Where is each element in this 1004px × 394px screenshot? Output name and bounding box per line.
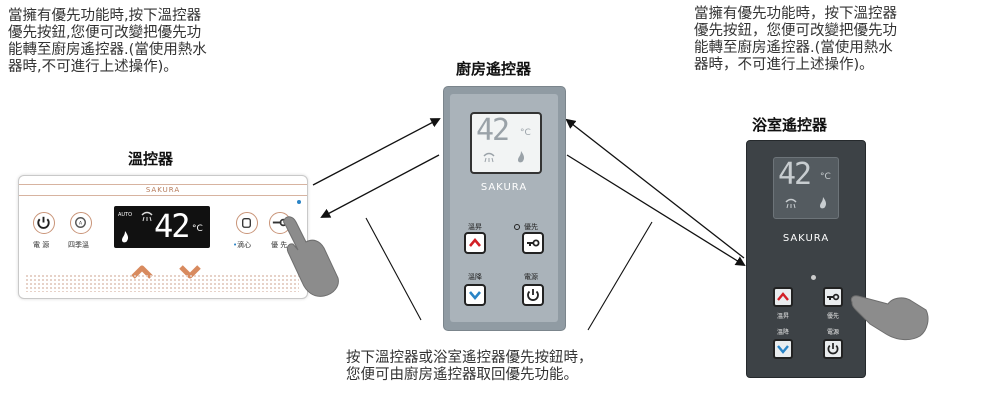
thermostat-panel: SAKURA 電 源 A 四季溫 AUTO 42 °C •滴心 優 先	[18, 175, 308, 299]
arrow-bath-to-kitchen	[565, 118, 745, 259]
thermo-care-button[interactable]	[236, 212, 258, 234]
note-right-line-2: 優先按鈕，您便可改變把優先功	[694, 23, 897, 39]
bath-down-label: 溫降	[777, 329, 790, 336]
power-icon	[527, 289, 539, 301]
kitchen-down-label: 溫降	[468, 273, 482, 281]
kitchen-power-label: 電源	[524, 273, 538, 281]
note-right-line-1: 當擁有優先功能時，按下溫控器	[694, 6, 897, 22]
up-arrow-icon	[777, 292, 789, 301]
bath-power-button[interactable]	[823, 339, 843, 359]
bath-temp-unit: °C	[820, 172, 831, 182]
kitchen-up-label: 溫昇	[468, 223, 482, 231]
kitchen-priority-button[interactable]	[522, 232, 544, 254]
note-left-line-2: 優先按鈕,您便可改變把優先功	[8, 25, 202, 41]
bath-priority-button[interactable]	[823, 287, 843, 307]
kitchen-down-button[interactable]	[464, 284, 486, 306]
shower-icon	[785, 198, 797, 209]
thermo-priority-label: 優 先	[271, 241, 288, 249]
thermo-care-text: 滴心	[237, 241, 252, 249]
priority-led	[297, 200, 301, 204]
bath-temp: 42	[778, 157, 812, 192]
svg-text:A: A	[79, 220, 83, 226]
down-arrow-icon	[777, 345, 789, 354]
thermo-display: AUTO 42 °C	[114, 206, 210, 248]
title-kitchen: 廚房遙控器	[456, 60, 532, 78]
thermo-care-label: •滴心	[233, 241, 252, 249]
down-arrow-icon	[469, 291, 481, 301]
kitchen-remote: 42 °C SAKURA 溫昇 優先 溫降 電源	[443, 86, 566, 331]
kitchen-display: 42 °C	[470, 112, 542, 174]
flame-icon	[518, 151, 525, 163]
power-icon	[37, 216, 50, 229]
bath-display: 42 °C	[773, 157, 839, 219]
pointing-hand-icon	[850, 295, 929, 341]
kitchen-up-button[interactable]	[464, 232, 486, 254]
bath-remote: 42 °C SAKURA 溫昇 優先 溫降 電源	[746, 140, 866, 378]
key-icon	[827, 293, 840, 301]
note-right: 當擁有優先功能時，按下溫控器 優先按鈕，您便可改變把優先功 能轉至廚房遙控器.(…	[694, 6, 1000, 74]
bath-up-button[interactable]	[773, 287, 793, 307]
thermo-dot-pattern	[25, 274, 299, 292]
thermo-power-label: 電 源	[33, 241, 50, 249]
up-arrow-icon	[469, 237, 481, 247]
note-right-line-3: 能轉至廚房遙控器.(當使用熱水	[694, 40, 893, 56]
note-bottom-line-1: 按下溫控器或浴室遙控器優先按鈕時，	[346, 350, 593, 366]
note-left-line-4: 器時,不可進行上述操作)。	[8, 59, 178, 75]
flame-icon	[122, 231, 129, 243]
thermostat-brand-bar: SAKURA	[19, 184, 307, 196]
thermo-auto-label: AUTO	[118, 212, 133, 218]
arrow-kitchen-to-bath	[566, 154, 746, 267]
kitchen-temp-unit: °C	[520, 128, 531, 138]
kitchen-power-button[interactable]	[522, 284, 544, 306]
note-left: 當擁有優先功能時,按下溫控器 優先按鈕,您便可改變把優先功 能轉至廚房遙控器.(…	[8, 8, 328, 76]
title-bath: 浴室遙控器	[752, 116, 828, 134]
shower-icon	[141, 211, 153, 222]
note-bottom-line-2: 您便可由廚房遙控器取回優先功能。	[346, 367, 578, 383]
thermo-temp: 42	[154, 207, 191, 245]
pointer-line-2	[587, 221, 653, 331]
key-icon	[527, 239, 540, 247]
bath-priority-label: 優先	[827, 313, 840, 320]
kitchen-remote-face: 42 °C SAKURA 溫昇 優先 溫降 電源	[450, 94, 558, 322]
arrow-kitchen-to-thermo	[320, 154, 440, 218]
kitchen-priority-led	[514, 224, 520, 230]
kitchen-brand: SAKURA	[480, 182, 528, 193]
bath-priority-led	[811, 275, 816, 280]
note-left-line-3: 能轉至廚房遙控器.(當使用熱水	[8, 42, 207, 58]
flame-icon	[820, 197, 827, 209]
kettle-icon	[242, 218, 251, 228]
thermo-seasons-label: 四季溫	[68, 241, 89, 249]
note-bottom: 按下溫控器或浴室遙控器優先按鈕時， 您便可由廚房遙控器取回優先功能。	[346, 350, 726, 384]
title-thermostat: 溫控器	[128, 150, 174, 168]
bath-power-label: 電源	[827, 329, 840, 336]
shower-icon	[483, 152, 495, 163]
thermo-temp-unit: °C	[192, 224, 203, 234]
bath-brand: SAKURA	[782, 233, 830, 244]
pointer-line-1	[365, 217, 422, 321]
seasons-icon: A	[75, 217, 86, 228]
note-right-line-4: 器時，不可進行上述操作)。	[694, 57, 874, 73]
note-left-line-1: 當擁有優先功能時,按下溫控器	[8, 8, 202, 24]
arrow-thermo-to-kitchen	[312, 118, 441, 186]
kitchen-priority-label: 優先	[524, 223, 538, 231]
bath-down-button[interactable]	[773, 339, 793, 359]
thermo-seasons-button[interactable]: A	[70, 212, 92, 234]
kitchen-temp: 42	[476, 113, 510, 148]
bath-up-label: 溫昇	[777, 313, 790, 320]
thermostat-brand: SAKURA	[145, 186, 181, 194]
power-icon	[827, 343, 839, 355]
pointing-hand-icon	[283, 216, 339, 297]
thermo-power-button[interactable]	[33, 212, 55, 234]
